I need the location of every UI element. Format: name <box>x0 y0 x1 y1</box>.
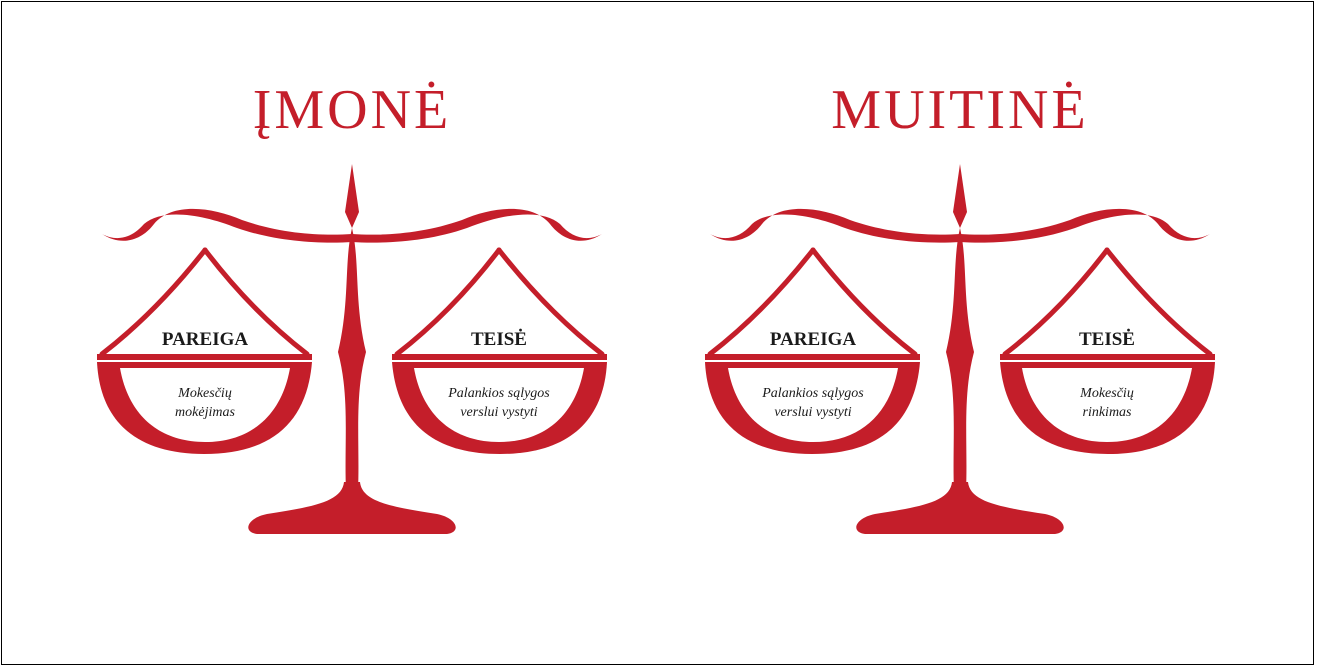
right-pan-label: TEISĖ <box>1032 330 1182 349</box>
right-pan-line1: Palankios sąlygos <box>424 385 574 403</box>
right-pan-line2: verslui vystyti <box>424 404 574 422</box>
left-pan-line1: Palankios sąlygos <box>738 385 888 403</box>
left-pan-label: PAREIGA <box>130 330 280 349</box>
scale-imone: ĮMONĖ PAREIGA Mokesčių mokėjimas TEISĖ P… <box>82 2 622 562</box>
left-pan-label: PAREIGA <box>738 330 888 349</box>
scale-muitine: MUITINĖ PAREIGA Palankios sąlygos verslu… <box>690 2 1230 562</box>
right-pan-label: TEISĖ <box>424 330 574 349</box>
left-pan-line1: Mokesčių <box>130 385 280 403</box>
right-pan-line1: Mokesčių <box>1032 385 1182 403</box>
scale-title: MUITINĖ <box>690 82 1230 138</box>
left-pan-line2: mokėjimas <box>130 404 280 422</box>
right-pan-line2: rinkimas <box>1032 404 1182 422</box>
scale-title: ĮMONĖ <box>82 82 622 138</box>
left-pan-line2: verslui vystyti <box>738 404 888 422</box>
